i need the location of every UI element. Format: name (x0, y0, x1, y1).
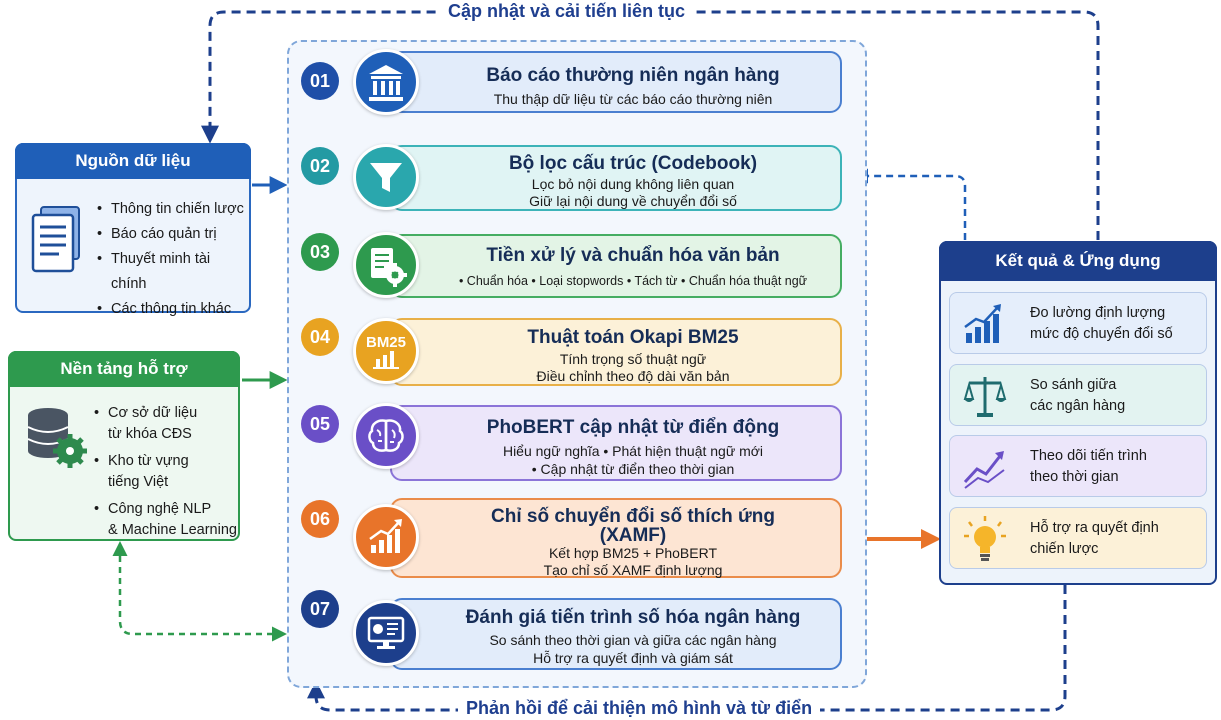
list-item: Thuyết minh tài chính (97, 247, 249, 297)
bm25-icon: BM25 (366, 334, 406, 369)
step-02-card: Bộ lọc cấu trúc (Codebook) Lọc bỏ nội du… (390, 145, 842, 211)
result-card-1: Đo lường định lượng mức độ chuyển đổi số (949, 292, 1207, 354)
bank-icon (369, 65, 403, 101)
step-desc: Thu thập dữ liệu từ các báo cáo thường n… (493, 91, 773, 107)
top-loop-label: Cập nhật và cải tiến liên tục (440, 1, 694, 22)
step-05-icon-circle (353, 403, 419, 469)
step-desc: So sánh theo thời gian và giữa các ngân … (489, 632, 777, 648)
step-title: PhoBERT cập nhật từ điển động (486, 417, 780, 438)
support-platform-title: Nền tảng hỗ trợ (8, 351, 240, 387)
step-desc: • Cập nhật từ điển theo thời gian (531, 461, 735, 477)
step-number-04: 04 (301, 318, 339, 356)
database-gear-icon (27, 408, 87, 468)
data-source-title: Nguồn dữ liệu (15, 143, 251, 179)
step-07-icon-circle (353, 600, 419, 666)
data-source-list: Thông tin chiến lược Báo cáo quản trị Th… (97, 197, 249, 322)
step-desc: Lọc bỏ nội dung không liên quan (531, 176, 735, 192)
step-desc: Điều chỉnh theo độ dài văn bản (536, 368, 730, 384)
funnel-icon (370, 163, 402, 192)
results-title: Kết quả & Ứng dụng (939, 241, 1217, 281)
step-05-card: PhoBERT cập nhật từ điển động Hiểu ngữ n… (390, 405, 842, 481)
step-title: Thuật toán Okapi BM25 (527, 327, 739, 348)
result-text: Hỗ trợ ra quyết định chiến lược (1030, 520, 1159, 557)
bottom-loop-arrow (307, 585, 1067, 712)
step-01-card: Báo cáo thường niên ngân hàng Thu thập d… (390, 51, 842, 113)
results-to-step02-arrow (853, 168, 967, 240)
step-01-icon-circle (353, 49, 419, 115)
list-item: Các thông tin khác (97, 297, 249, 322)
data-source-card: Nguồn dữ liệu Thông tin chiến lược Báo c… (15, 143, 251, 322)
step-number-02: 02 (301, 147, 339, 185)
step-number-05: 05 (301, 405, 339, 443)
step-desc: Hỗ trợ ra quyết định và giám sát (533, 650, 733, 666)
step-02-icon-circle (353, 144, 419, 210)
result-text: Đo lường định lượng mức độ chuyển đổi số (1030, 305, 1173, 342)
svg-text:BM25: BM25 (366, 334, 406, 351)
step-title: Đánh giá tiến trình số hóa ngân hàng (465, 607, 801, 628)
document-gear-icon (371, 248, 407, 287)
step-desc: • Chuẩn hóa • Loại stopwords • Tách từ •… (458, 274, 808, 288)
monitor-dashboard-icon (367, 616, 405, 649)
result-card-2: So sánh giữa các ngân hàng (949, 364, 1207, 426)
step-04-icon-circle: BM25 (353, 318, 419, 384)
step-desc: Hiểu ngữ nghĩa • Phát hiện thuật ngữ mới (502, 443, 764, 459)
step-04-card: Thuật toán Okapi BM25 Tính trọng số thuậ… (390, 318, 842, 386)
step-desc: Giữ lại nội dung về chuyển đổi số (529, 193, 737, 209)
document-icon (31, 206, 80, 273)
step-desc: Tính trọng số thuật ngữ (559, 351, 707, 367)
step-number-07: 07 (301, 590, 339, 628)
step-title: Bộ lọc cấu trúc (Codebook) (508, 153, 758, 174)
step-06-icon-circle (353, 504, 419, 570)
step-06-card: Chỉ số chuyển đổi số thích ứng (XAMF) Kế… (390, 498, 842, 578)
scale-icon (963, 377, 1007, 417)
bottom-loop-label: Phản hồi để cải thiện mô hình và từ điển (458, 698, 821, 719)
result-text: Theo dõi tiến trình theo thời gian (1030, 448, 1147, 485)
step-03-icon-circle (353, 232, 419, 298)
brain-icon (368, 419, 404, 452)
result-card-3: Theo dõi tiến trình theo thời gian (949, 435, 1207, 497)
bar-chart-icon (964, 304, 1001, 343)
growth-chart-icon (369, 519, 402, 553)
step-title: Tiền xử lý và chuẩn hóa văn bản (486, 245, 780, 266)
step-number-01: 01 (301, 62, 339, 100)
list-item: Thông tin chiến lược (97, 197, 249, 222)
result-text: So sánh giữa các ngân hàng (1030, 377, 1126, 414)
lightbulb-icon (964, 516, 1006, 561)
result-card-4: Hỗ trợ ra quyết định chiến lược (949, 507, 1207, 569)
step-title: Báo cáo thường niên ngân hàng (486, 65, 780, 86)
step-number-03: 03 (301, 233, 339, 271)
step-03-card: Tiền xử lý và chuẩn hóa văn bản • Chuẩn … (390, 234, 842, 298)
list-item: Báo cáo quản trị (97, 222, 249, 247)
list-item: Công nghệ NLP& Machine Learning (94, 499, 237, 541)
step-desc: Kết hợp BM25 + PhoBERT (548, 545, 718, 561)
step-desc: Tạo chỉ số XAMF định lượng (543, 562, 723, 578)
support-feedback-arrow (112, 541, 287, 642)
step-title-line2: (XAMF) (599, 525, 667, 546)
trend-line-icon (963, 451, 1005, 489)
step-number-06: 06 (301, 500, 339, 538)
step-title: Chỉ số chuyển đổi số thích ứng (491, 506, 775, 527)
step-07-card: Đánh giá tiến trình số hóa ngân hàng So … (390, 598, 842, 670)
